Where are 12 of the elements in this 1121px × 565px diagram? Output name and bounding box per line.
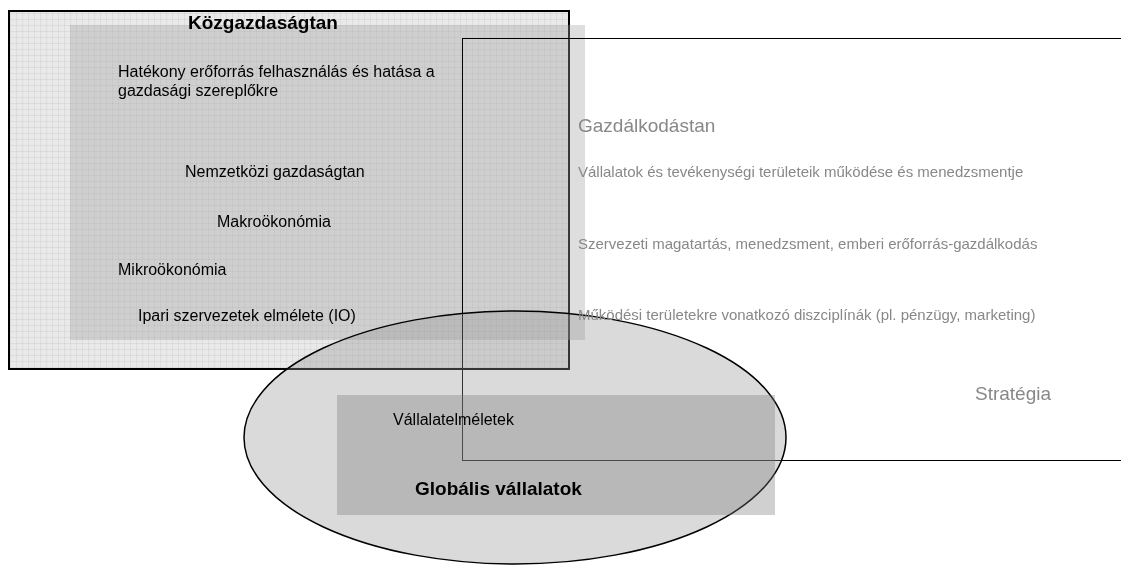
topic-text: Makroökonómia [217,212,332,232]
topic-text: Mikroökonómia [118,260,228,280]
heading: Gazdálkodástan [578,115,717,138]
strategy-label: Stratégia [975,383,1053,406]
topic-text: Nemzetközi gazdaságtan [185,162,366,182]
description-text: Szervezeti magatartás, menedzsment, emberi erőforrás-gazdálkodás [578,235,1039,253]
heading: Közgazdaságtan [188,12,339,35]
heading: Globális vállalatok [415,478,583,501]
topic-text: Ipari szervezetek elmélete (IO) [138,306,357,326]
description-text: Hatékony erőforrás felhasználás és hatása a gazdasági szereplőkre [118,62,436,101]
description-text: Működési területekre vonatkozó diszciplínák (pl. pénzügy, marketing) [578,306,1037,324]
description-text: Vállalatok és tevékenységi területeik működése és menedzsmentje [578,163,1025,181]
